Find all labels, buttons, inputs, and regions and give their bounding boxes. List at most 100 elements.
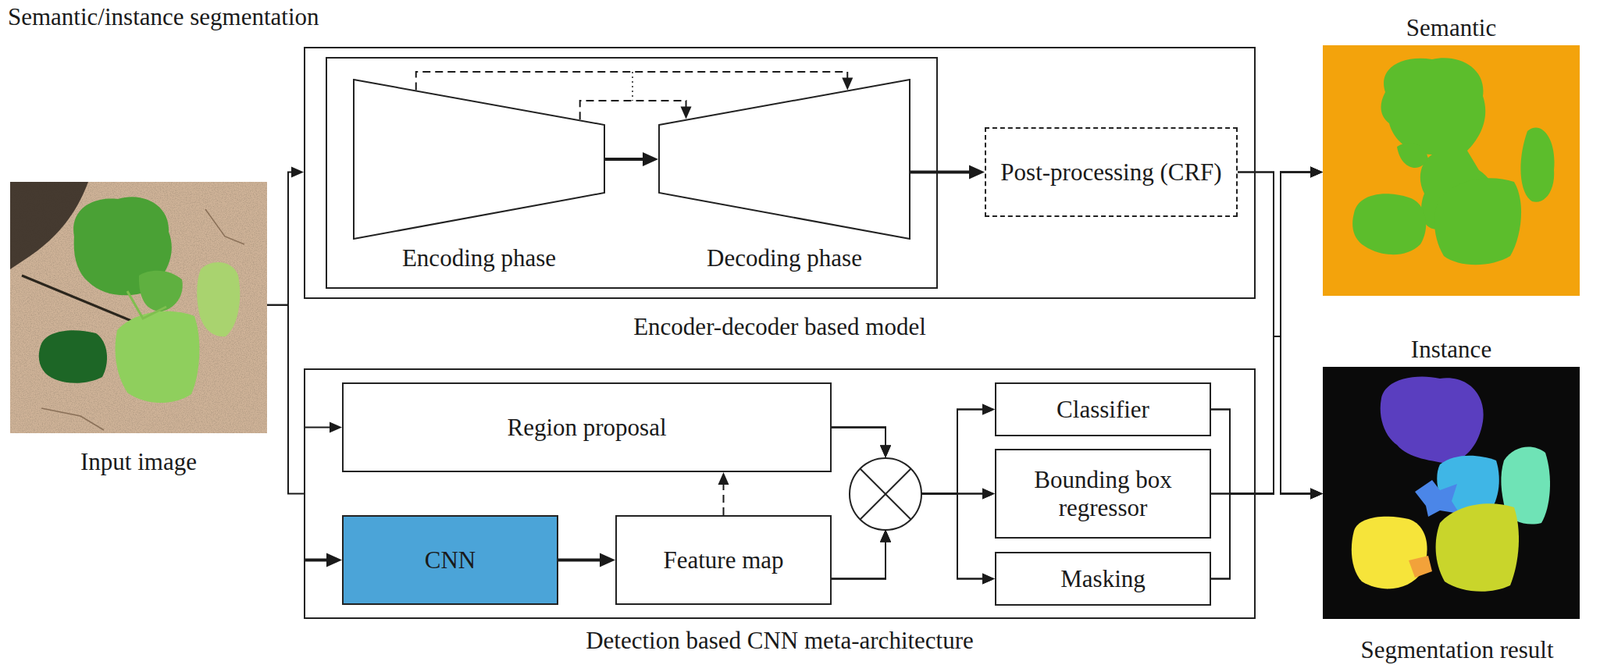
- illustration-part: [1351, 516, 1428, 590]
- input-photo: [10, 181, 268, 434]
- connector: [1211, 167, 1323, 580]
- illustration-part: [1380, 376, 1484, 465]
- connector: [416, 71, 854, 91]
- illustration-part: [127, 291, 167, 319]
- arrow-head: [1310, 488, 1323, 500]
- arrow-head: [982, 573, 995, 585]
- connector-line: [1211, 172, 1312, 495]
- semantic-mask: [1322, 45, 1580, 296]
- result-image: Instance: [1322, 367, 1580, 620]
- connector: [1211, 336, 1323, 500]
- connector-line: [1211, 336, 1312, 495]
- box-label: Region proposal: [506, 413, 667, 442]
- box-label: CNN: [424, 546, 476, 575]
- arrow-head: [1310, 167, 1323, 179]
- connector: [831, 404, 995, 495]
- connector-line: [303, 427, 332, 429]
- connector: [831, 404, 995, 580]
- connector: [831, 427, 995, 500]
- connector-line: [831, 427, 886, 448]
- dotted-link: [631, 71, 634, 101]
- connector-line: [1237, 172, 1312, 338]
- connector-line: [921, 494, 984, 580]
- illustration-part: [1396, 142, 1429, 168]
- connector-line: [910, 171, 971, 175]
- arrow-head: [982, 488, 995, 500]
- process-box: Region proposal: [342, 382, 832, 473]
- illustration-part: [1436, 503, 1519, 592]
- illustration-part: [10, 181, 268, 434]
- arrow-head: [1310, 488, 1323, 500]
- illustration-part: [1322, 45, 1580, 296]
- connector-line: [831, 541, 886, 580]
- model-frame: Detection based CNN meta-architectureReg…: [303, 368, 1256, 620]
- connector-line: [723, 483, 725, 516]
- connector-line: [921, 494, 984, 580]
- connector-line: [1211, 336, 1312, 495]
- connector-line: [831, 541, 886, 580]
- illustration-part: [39, 330, 107, 384]
- arrow-head: [1310, 167, 1323, 179]
- connector: [303, 553, 343, 568]
- node-heading: Input image: [80, 448, 197, 477]
- arrow-head: [982, 404, 995, 416]
- connector-line: [303, 559, 328, 563]
- node-heading: Detection based CNN meta-architecture: [585, 627, 974, 656]
- trapezoid-outline: [352, 78, 606, 240]
- illustration-part: [1434, 178, 1522, 265]
- inner-frame: [326, 57, 938, 289]
- connector: [910, 165, 985, 180]
- illustration-part: [1520, 128, 1554, 203]
- connector: [580, 100, 692, 120]
- illustration-part: [196, 262, 240, 337]
- connector-line: [1237, 172, 1312, 495]
- connector: [831, 494, 995, 585]
- arrow-head: [880, 445, 891, 459]
- illustration-part: [1322, 367, 1580, 620]
- arrow-head: [841, 78, 853, 91]
- connector: [303, 422, 343, 434]
- process-box: Feature map: [615, 515, 832, 606]
- encoder-trapezoid: Encoding phase: [352, 78, 606, 240]
- arrow-head: [329, 422, 343, 434]
- process-box: Bounding box regressor: [994, 448, 1212, 539]
- trapezoid-shape: [353, 79, 605, 239]
- arrow-head: [718, 472, 730, 485]
- connector-line: [1211, 336, 1312, 580]
- node-heading: Decoding phase: [706, 244, 863, 273]
- connector-line: [831, 427, 886, 448]
- connector-line: [921, 409, 984, 495]
- arrow-head: [880, 445, 891, 459]
- connector-line: [831, 541, 886, 580]
- arrow-head: [880, 445, 891, 459]
- arrow-head: [969, 165, 985, 180]
- illustration-part: [115, 311, 200, 403]
- connector-line: [416, 71, 849, 91]
- connector: [831, 488, 995, 580]
- arrow-head: [291, 167, 304, 179]
- illustration-part: [138, 270, 183, 312]
- node-heading: Semantic: [1406, 14, 1497, 43]
- multiply-cross: [860, 469, 912, 521]
- arrow-head: [982, 404, 995, 416]
- process-box: Masking: [994, 552, 1212, 606]
- model-frame: Encoder-decoder based modelEncoding phas…: [303, 46, 1256, 300]
- multiply-circle: [849, 458, 922, 531]
- illustration-part: [41, 408, 104, 431]
- instance-mask: [1322, 367, 1580, 620]
- arrow-head: [982, 573, 995, 585]
- connector: [831, 427, 995, 585]
- connector: [1211, 336, 1323, 500]
- box-label: Bounding box regressor: [1004, 466, 1202, 522]
- connector: [718, 472, 730, 516]
- caption-label: Segmentation result: [1360, 636, 1554, 665]
- arrow-head: [642, 152, 659, 167]
- connector-line: [1211, 172, 1312, 580]
- arrow-head: [1310, 488, 1323, 500]
- process-box: CNN: [342, 515, 559, 606]
- process-box: Post-processing (CRF): [984, 127, 1238, 218]
- arrow-head: [880, 530, 891, 543]
- connector-line: [1211, 172, 1312, 495]
